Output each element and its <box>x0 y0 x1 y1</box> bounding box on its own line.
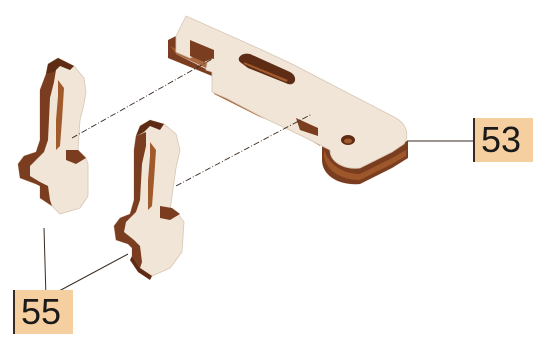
leader-lines <box>44 141 473 298</box>
leader-55-a <box>44 228 46 298</box>
callout-53: 53 <box>473 118 533 162</box>
callout-55: 55 <box>13 290 73 334</box>
part-55-piece-left <box>18 58 88 214</box>
part-53-bracket <box>168 16 408 184</box>
part-53-hole-inner <box>344 139 352 144</box>
part-53-top-face <box>176 16 407 168</box>
